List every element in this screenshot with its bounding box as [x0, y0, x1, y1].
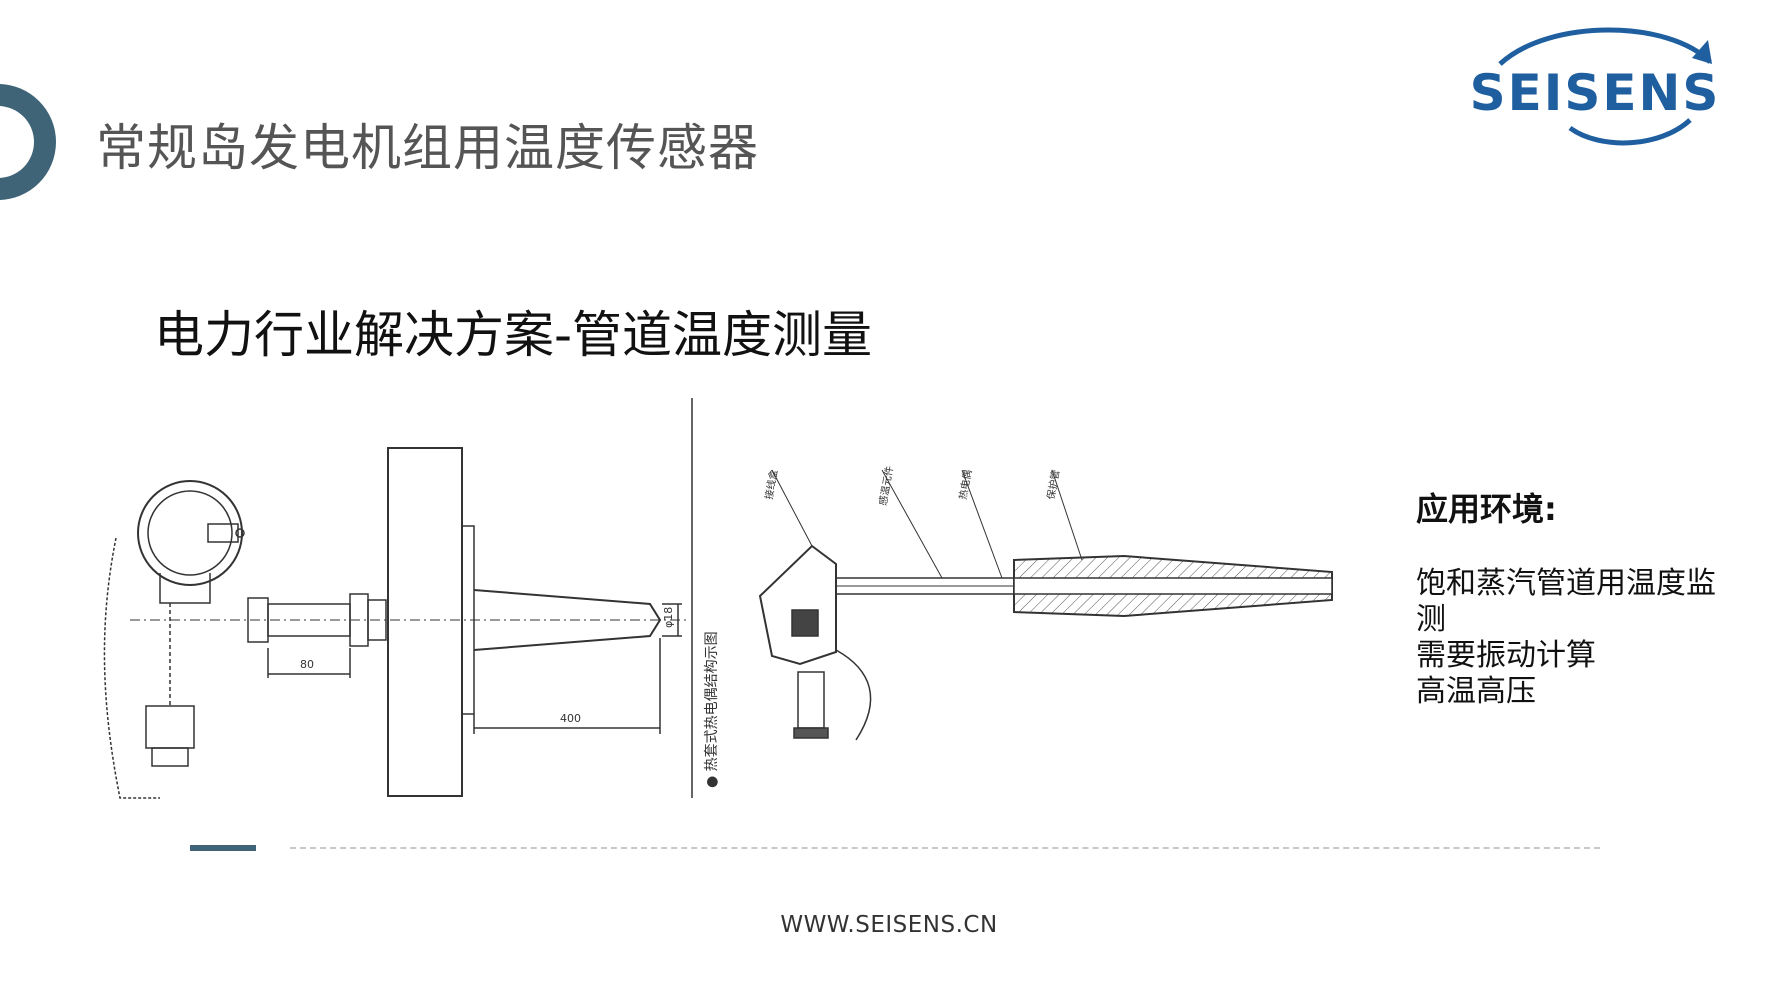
- section-head: [758, 544, 872, 741]
- corner-decoration: [0, 84, 56, 200]
- part-label-2: 感温元件: [876, 465, 896, 507]
- logo-arc-top: [1498, 27, 1712, 66]
- dimension-label-phi18: φ18: [662, 607, 675, 628]
- dimension-400: 400: [473, 638, 661, 734]
- dimension-phi18: φ18: [662, 603, 682, 637]
- leader-4: [1051, 469, 1083, 561]
- dimension-80: 80: [267, 648, 351, 678]
- footer-website: WWW.SEISENS.CN: [780, 912, 998, 938]
- seisens-logo: SEISENS: [1470, 27, 1721, 146]
- terminal-head: [137, 480, 245, 604]
- dimension-label-400: 400: [560, 712, 581, 725]
- logo-arrow: [1692, 40, 1712, 64]
- chain: [103, 537, 160, 799]
- leader-2: [881, 469, 943, 579]
- application-list: 饱和蒸汽管道用温度监测 需要振动计算 高温高压: [1416, 566, 1736, 710]
- leader-3: [961, 469, 1003, 579]
- thermocouple-section-drawing: 接线盒 感温元件 热电偶 保护管: [758, 465, 1333, 741]
- drawing-caption: ● 热套式热电偶结构示图: [704, 631, 720, 788]
- tube-bore: [1013, 577, 1333, 595]
- dimension-label-80: 80: [300, 658, 314, 671]
- logo-arc-bottom: [1568, 118, 1692, 146]
- logo-text: SEISENS: [1470, 64, 1721, 122]
- part-label-1: 接线盒: [762, 469, 780, 501]
- part-label-4: 保护管: [1044, 469, 1062, 501]
- dashed-divider: [290, 847, 1600, 849]
- application-item: 高温高压: [1416, 674, 1536, 709]
- page-title: 常规岛发电机组用温度传感器: [96, 119, 759, 177]
- application-heading: 应用环境:: [1416, 490, 1557, 528]
- application-item: 需要振动计算: [1416, 638, 1596, 673]
- application-item: 饱和蒸汽管道用温度监测: [1416, 566, 1716, 637]
- accent-bar: [190, 845, 256, 851]
- cable-gland: [145, 603, 195, 767]
- section-subtitle: 电力行业解决方案-管道温度测量: [154, 306, 873, 364]
- thermocouple-structure-drawing: 80 400 φ18 ● 热套式热电偶结构示图: [103, 398, 720, 799]
- leader-1: [771, 469, 813, 547]
- flange: [387, 447, 463, 797]
